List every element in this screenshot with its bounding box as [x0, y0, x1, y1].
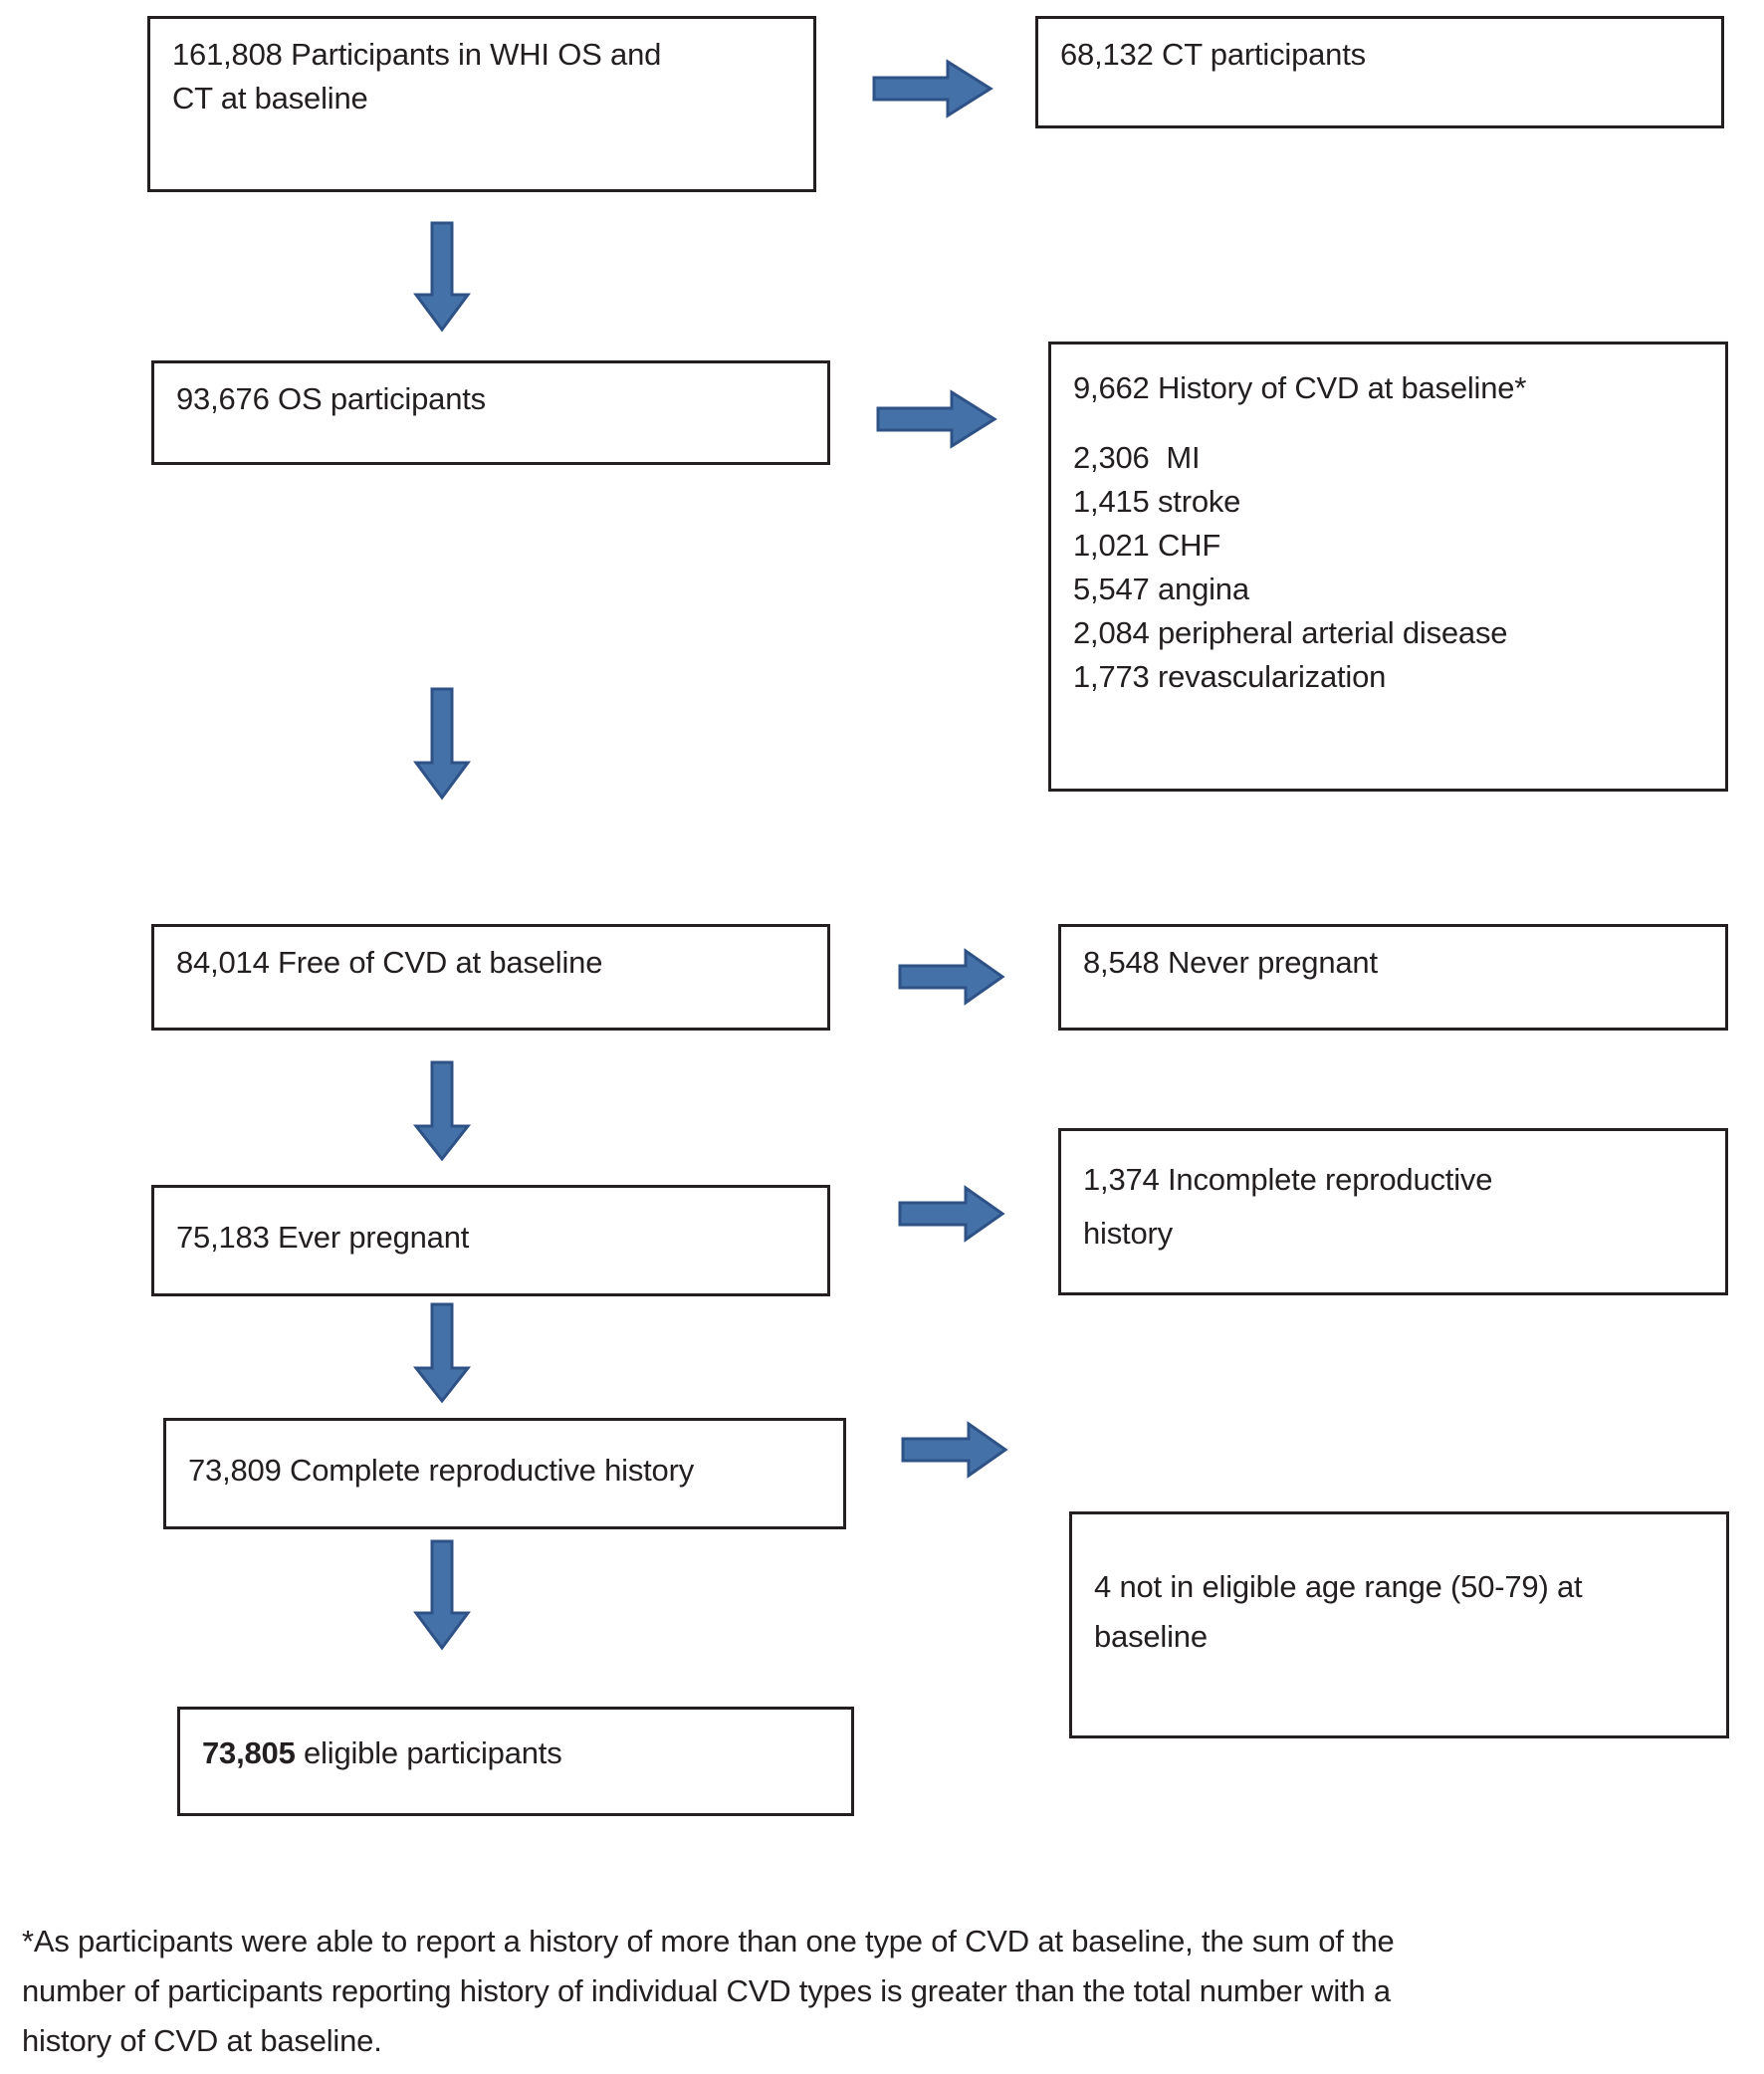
node-cvd-history-header: 9,662 History of CVD at baseline* — [1073, 370, 1527, 405]
node-complete-repro: 73,809 Complete reproductive history — [163, 1418, 846, 1529]
node-incomplete-repro: 1,374 Incomplete reproductive history — [1058, 1128, 1728, 1295]
arrow-to-not-eligible-age-icon — [901, 1421, 1008, 1479]
node-ever-pregnant: 75,183 Ever pregnant — [151, 1185, 830, 1296]
node-not-eligible-age: 4 not in eligible age range (50-79) at b… — [1069, 1511, 1729, 1738]
node-ever-pregnant-line1: 75,183 Ever pregnant — [176, 1220, 470, 1255]
node-cvd-history-item-4: 2,084 peripheral arterial disease — [1073, 615, 1508, 651]
node-eligible-final: 73,805 eligible participants — [177, 1707, 854, 1816]
footnote-line1: *As participants were able to report a h… — [22, 1924, 1395, 1959]
node-baseline-total: 161,808 Participants in WHI OS and CT at… — [147, 16, 816, 192]
node-never-pregnant-line1: 8,548 Never pregnant — [1083, 945, 1378, 980]
arrow-to-cvd-history-icon — [876, 389, 997, 449]
node-cvd-history-item-5: 1,773 revascularization — [1073, 659, 1387, 695]
node-eligible-final-label: eligible participants — [295, 1735, 562, 1770]
node-incomplete-repro-line2: history — [1083, 1216, 1173, 1252]
node-cvd-history-item-2: 1,021 CHF — [1073, 528, 1221, 564]
node-not-eligible-age-line2: baseline — [1094, 1619, 1208, 1655]
node-cvd-history: 9,662 History of CVD at baseline* 2,306 … — [1048, 342, 1728, 792]
node-free-of-cvd-line1: 84,014 Free of CVD at baseline — [176, 945, 603, 980]
node-cvd-history-item-0: 2,306 MI — [1073, 440, 1201, 476]
node-eligible-final-count: 73,805 — [202, 1735, 296, 1770]
node-eligible-final-text: 73,805 eligible participants — [202, 1731, 831, 1775]
arrow-to-free-of-cvd-icon — [413, 687, 471, 801]
node-os-participants-line1: 93,676 OS participants — [176, 381, 486, 416]
node-free-of-cvd: 84,014 Free of CVD at baseline — [151, 924, 830, 1031]
arrow-to-eligible-final-icon — [413, 1539, 471, 1651]
node-cvd-history-item-1: 1,415 stroke — [1073, 484, 1241, 520]
arrow-to-complete-repro-icon — [412, 1302, 472, 1404]
footnote: *As participants were able to report a h… — [22, 1917, 1754, 2067]
arrow-to-os-participants-icon — [413, 221, 471, 333]
cvd-list-spacer — [1073, 410, 1705, 436]
node-complete-repro-line1: 73,809 Complete reproductive history — [188, 1453, 695, 1488]
arrow-to-never-pregnant-icon — [898, 948, 1005, 1006]
node-baseline-total-line1: 161,808 Participants in WHI OS and — [172, 37, 662, 72]
node-not-eligible-age-line1: 4 not in eligible age range (50-79) at — [1094, 1569, 1583, 1604]
node-never-pregnant: 8,548 Never pregnant — [1058, 924, 1728, 1031]
node-baseline-total-line2: CT at baseline — [172, 81, 368, 116]
node-ct-participants: 68,132 CT participants — [1035, 16, 1724, 128]
node-os-participants: 93,676 OS participants — [151, 360, 830, 465]
footnote-line2: number of participants reporting history… — [22, 1973, 1391, 2009]
node-ct-participants-line1: 68,132 CT participants — [1060, 37, 1366, 72]
node-cvd-history-item-3: 5,547 angina — [1073, 572, 1249, 607]
footnote-line3: history of CVD at baseline. — [22, 2023, 382, 2059]
arrow-to-ever-pregnant-icon — [412, 1060, 472, 1162]
arrow-to-ct-participants-icon — [872, 59, 993, 118]
node-incomplete-repro-line1: 1,374 Incomplete reproductive — [1083, 1162, 1493, 1197]
arrow-to-incomplete-repro-icon — [898, 1185, 1005, 1243]
